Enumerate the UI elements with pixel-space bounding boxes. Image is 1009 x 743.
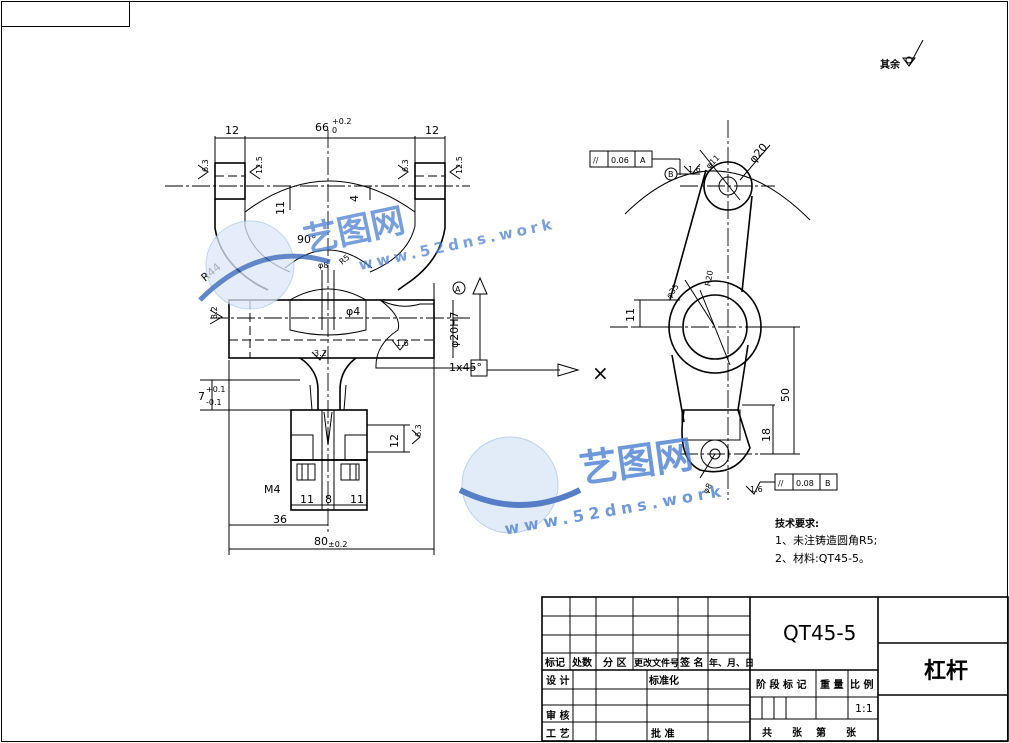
svg-text:1.6: 1.6 bbox=[688, 165, 701, 174]
dim-angle: 90° bbox=[297, 233, 317, 246]
fcf-top: // 0.06 A bbox=[589, 150, 681, 175]
watermark-bottom: 艺图网 www.52dns.work bbox=[458, 432, 727, 539]
roughness-left-ear-2: 12.5 bbox=[249, 156, 264, 180]
roughness-right-ear: 6.3 bbox=[397, 159, 410, 180]
tech-heading: 技术要求: bbox=[775, 517, 819, 530]
tech-line-1: 1、未注铸造圆角R5; bbox=[775, 533, 877, 547]
hdr-doc: 更改文件号 bbox=[634, 657, 679, 669]
dim-m4: M4 bbox=[264, 483, 281, 496]
sheet-no: 第 bbox=[816, 726, 826, 739]
dim-bot-11b: 11 bbox=[350, 493, 364, 506]
svg-text:6.3: 6.3 bbox=[201, 159, 210, 172]
technical-requirements: 技术要求: 1、未注铸造圆角R5; 2、材料:QT45-5。 bbox=[775, 517, 877, 565]
roughness-right-ear-2: 12.5 bbox=[449, 156, 464, 180]
row-process: 工 艺 bbox=[546, 727, 569, 740]
hdr-date: 年、月、日 bbox=[709, 657, 754, 669]
svg-text:A: A bbox=[640, 156, 646, 165]
dim-phi4: φ4 bbox=[346, 305, 360, 318]
datum-b: B bbox=[664, 167, 700, 181]
dim-66-tol-lower: 0 bbox=[332, 126, 337, 135]
dim-phi20: φ20 bbox=[747, 141, 771, 166]
hdr-count: 处数 bbox=[571, 656, 593, 669]
svg-text:艺图网: 艺图网 bbox=[577, 432, 696, 491]
row-approve: 批 准 bbox=[651, 727, 674, 740]
roughness-side-bottom: 1.6 bbox=[745, 481, 763, 495]
surface-roughness-note: 其余 bbox=[880, 39, 924, 71]
dim-50: 50 bbox=[779, 388, 792, 402]
row-design: 设 计 bbox=[546, 674, 569, 687]
svg-text:1.6: 1.6 bbox=[750, 485, 763, 494]
title-block: QT45-5 杠杆 标记 处数 分 区 更改文件号 签 名 年、月、日 设 计 … bbox=[541, 596, 1009, 742]
datum-a-label: A bbox=[455, 285, 461, 294]
dim-r20: R20 bbox=[703, 270, 715, 287]
row-review: 审 核 bbox=[546, 709, 569, 722]
svg-text://: // bbox=[778, 479, 784, 488]
sheet-label: 张 bbox=[846, 726, 857, 739]
material-field: QT45-5 bbox=[783, 621, 856, 645]
dim-bot-8: 8 bbox=[325, 493, 332, 506]
dim-phi8-side: φ8 bbox=[701, 482, 714, 495]
svg-text:0.06: 0.06 bbox=[611, 156, 629, 165]
watermark-top: 艺图网 www.52dns.work bbox=[198, 201, 557, 310]
dim-12-right: 12 bbox=[388, 434, 401, 448]
dim-left-ear: 12 bbox=[225, 124, 239, 137]
roughness-boss-right: 6.3 bbox=[411, 424, 423, 445]
row-standardize: 标准化 bbox=[648, 674, 679, 687]
dim-side-11: 11 bbox=[624, 308, 637, 322]
hdr-mark: 标记 bbox=[544, 656, 565, 669]
dim-bot-11a: 11 bbox=[300, 493, 314, 506]
weight-label: 重 量 bbox=[820, 678, 843, 691]
corner-box bbox=[1, 1, 130, 27]
dim-chamfer: 1x45° bbox=[449, 361, 482, 374]
svg-text:B: B bbox=[825, 479, 831, 488]
dim-80: 80 bbox=[314, 535, 328, 548]
dim-11-top: 11 bbox=[274, 201, 287, 215]
front-view: × A 12 12 66 +0.2 0 11 4 90° R44 bbox=[165, 117, 609, 555]
part-name-field: 杠杆 bbox=[924, 658, 968, 684]
dim-7: 7 bbox=[198, 390, 205, 403]
roughness-neck: 3.2 bbox=[311, 349, 327, 361]
dim-phi8-front: φ8 bbox=[318, 261, 328, 270]
dim-7-tol-lower: -0.1 bbox=[206, 398, 222, 407]
roughness-left-ear: 6.3 bbox=[197, 159, 210, 180]
roughness-hub-inner: 1.6 bbox=[391, 339, 409, 351]
svg-text:12.5: 12.5 bbox=[255, 156, 264, 174]
svg-text:B: B bbox=[668, 170, 674, 179]
dim-bore: φ20H7 bbox=[448, 311, 461, 348]
svg-text://: // bbox=[593, 156, 599, 165]
hdr-sign: 签 名 bbox=[679, 656, 703, 669]
tech-line-2: 2、材料:QT45-5。 bbox=[775, 551, 870, 565]
scale-label: 比 例 bbox=[850, 678, 873, 691]
roughness-side-top: 1.6 bbox=[683, 163, 701, 175]
section-cross-mark: × bbox=[592, 361, 609, 385]
dim-80-tol: ±0.2 bbox=[328, 540, 347, 549]
dim-phi35: φ35 bbox=[665, 282, 681, 300]
svg-text:3.2: 3.2 bbox=[210, 306, 219, 319]
dim-66: 66 bbox=[315, 121, 329, 134]
svg-text:其余: 其余 bbox=[880, 58, 901, 71]
svg-text:1.6: 1.6 bbox=[396, 339, 409, 348]
sheets-label: 张 bbox=[792, 726, 803, 739]
dim-phi11: φ11 bbox=[704, 153, 721, 170]
dim-18: 18 bbox=[760, 428, 773, 442]
fcf-bottom: // 0.08 B bbox=[760, 473, 838, 491]
dim-36: 36 bbox=[273, 513, 287, 526]
dim-7-tol-upper: +0.1 bbox=[206, 385, 225, 394]
dim-4: 4 bbox=[348, 195, 361, 202]
stage-mark: 阶 段 标 记 bbox=[756, 678, 806, 691]
dim-66-tol-upper: +0.2 bbox=[332, 117, 351, 126]
hdr-zone: 分 区 bbox=[603, 656, 626, 669]
svg-text:6.3: 6.3 bbox=[414, 424, 423, 437]
dim-right-ear: 12 bbox=[425, 124, 439, 137]
dim-r5: R5 bbox=[338, 253, 352, 267]
svg-text:0.08: 0.08 bbox=[796, 479, 814, 488]
roughness-hub-left: 3.2 bbox=[209, 306, 223, 325]
sheets-total: 共 bbox=[762, 726, 772, 739]
scale-value: 1:1 bbox=[855, 702, 873, 715]
svg-text:12.5: 12.5 bbox=[455, 156, 464, 174]
svg-text:3.2: 3.2 bbox=[314, 349, 327, 358]
svg-text:6.3: 6.3 bbox=[401, 159, 410, 172]
